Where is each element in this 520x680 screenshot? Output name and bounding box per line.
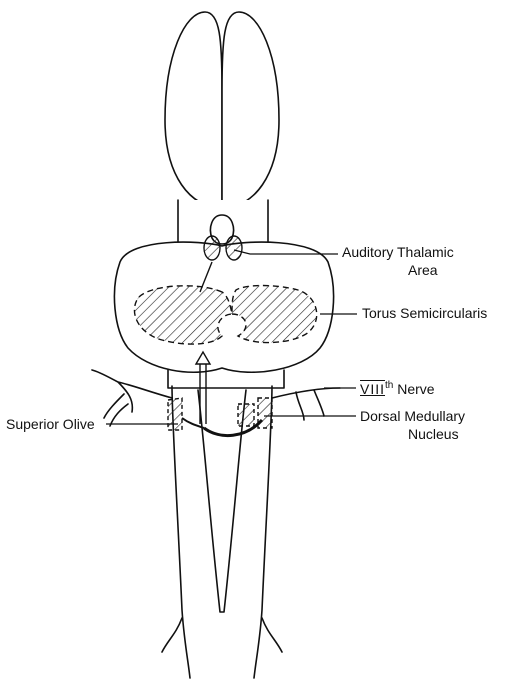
- right-viii-nerve: [272, 388, 340, 420]
- label-dorsal-medullary-line2: Nucleus: [408, 426, 459, 442]
- viii-roman-numeral: VIII: [360, 381, 385, 397]
- left-cerebral-hemisphere: [165, 12, 222, 208]
- label-viii-nerve: VIIIth Nerve: [360, 378, 435, 397]
- torus-semicircularis-right: [232, 286, 317, 343]
- label-superior-olive: Superior Olive: [6, 416, 95, 432]
- viii-nerve-word: Nerve: [397, 381, 434, 397]
- label-dorsal-medullary-line1: Dorsal Medullary: [360, 408, 465, 424]
- left-viii-nerve: [92, 370, 172, 426]
- medulla-right-edge: [254, 386, 272, 678]
- label-torus-semicircularis: Torus Semicircularis: [362, 305, 487, 321]
- viii-superscript: th: [385, 380, 393, 391]
- dorsal-medullary-nucleus-a: [238, 404, 254, 426]
- label-auditory-thalamic-line1: Auditory Thalamic: [342, 244, 454, 260]
- right-cerebral-hemisphere: [222, 12, 279, 208]
- spinal-flare-right: [262, 618, 282, 652]
- auditory-thalamic-right: [226, 236, 242, 260]
- superior-olive-block: [168, 398, 182, 430]
- label-auditory-thalamic-line2: Area: [408, 262, 438, 278]
- spinal-flare-left: [162, 618, 182, 652]
- auditory-thalamic-left: [204, 236, 220, 260]
